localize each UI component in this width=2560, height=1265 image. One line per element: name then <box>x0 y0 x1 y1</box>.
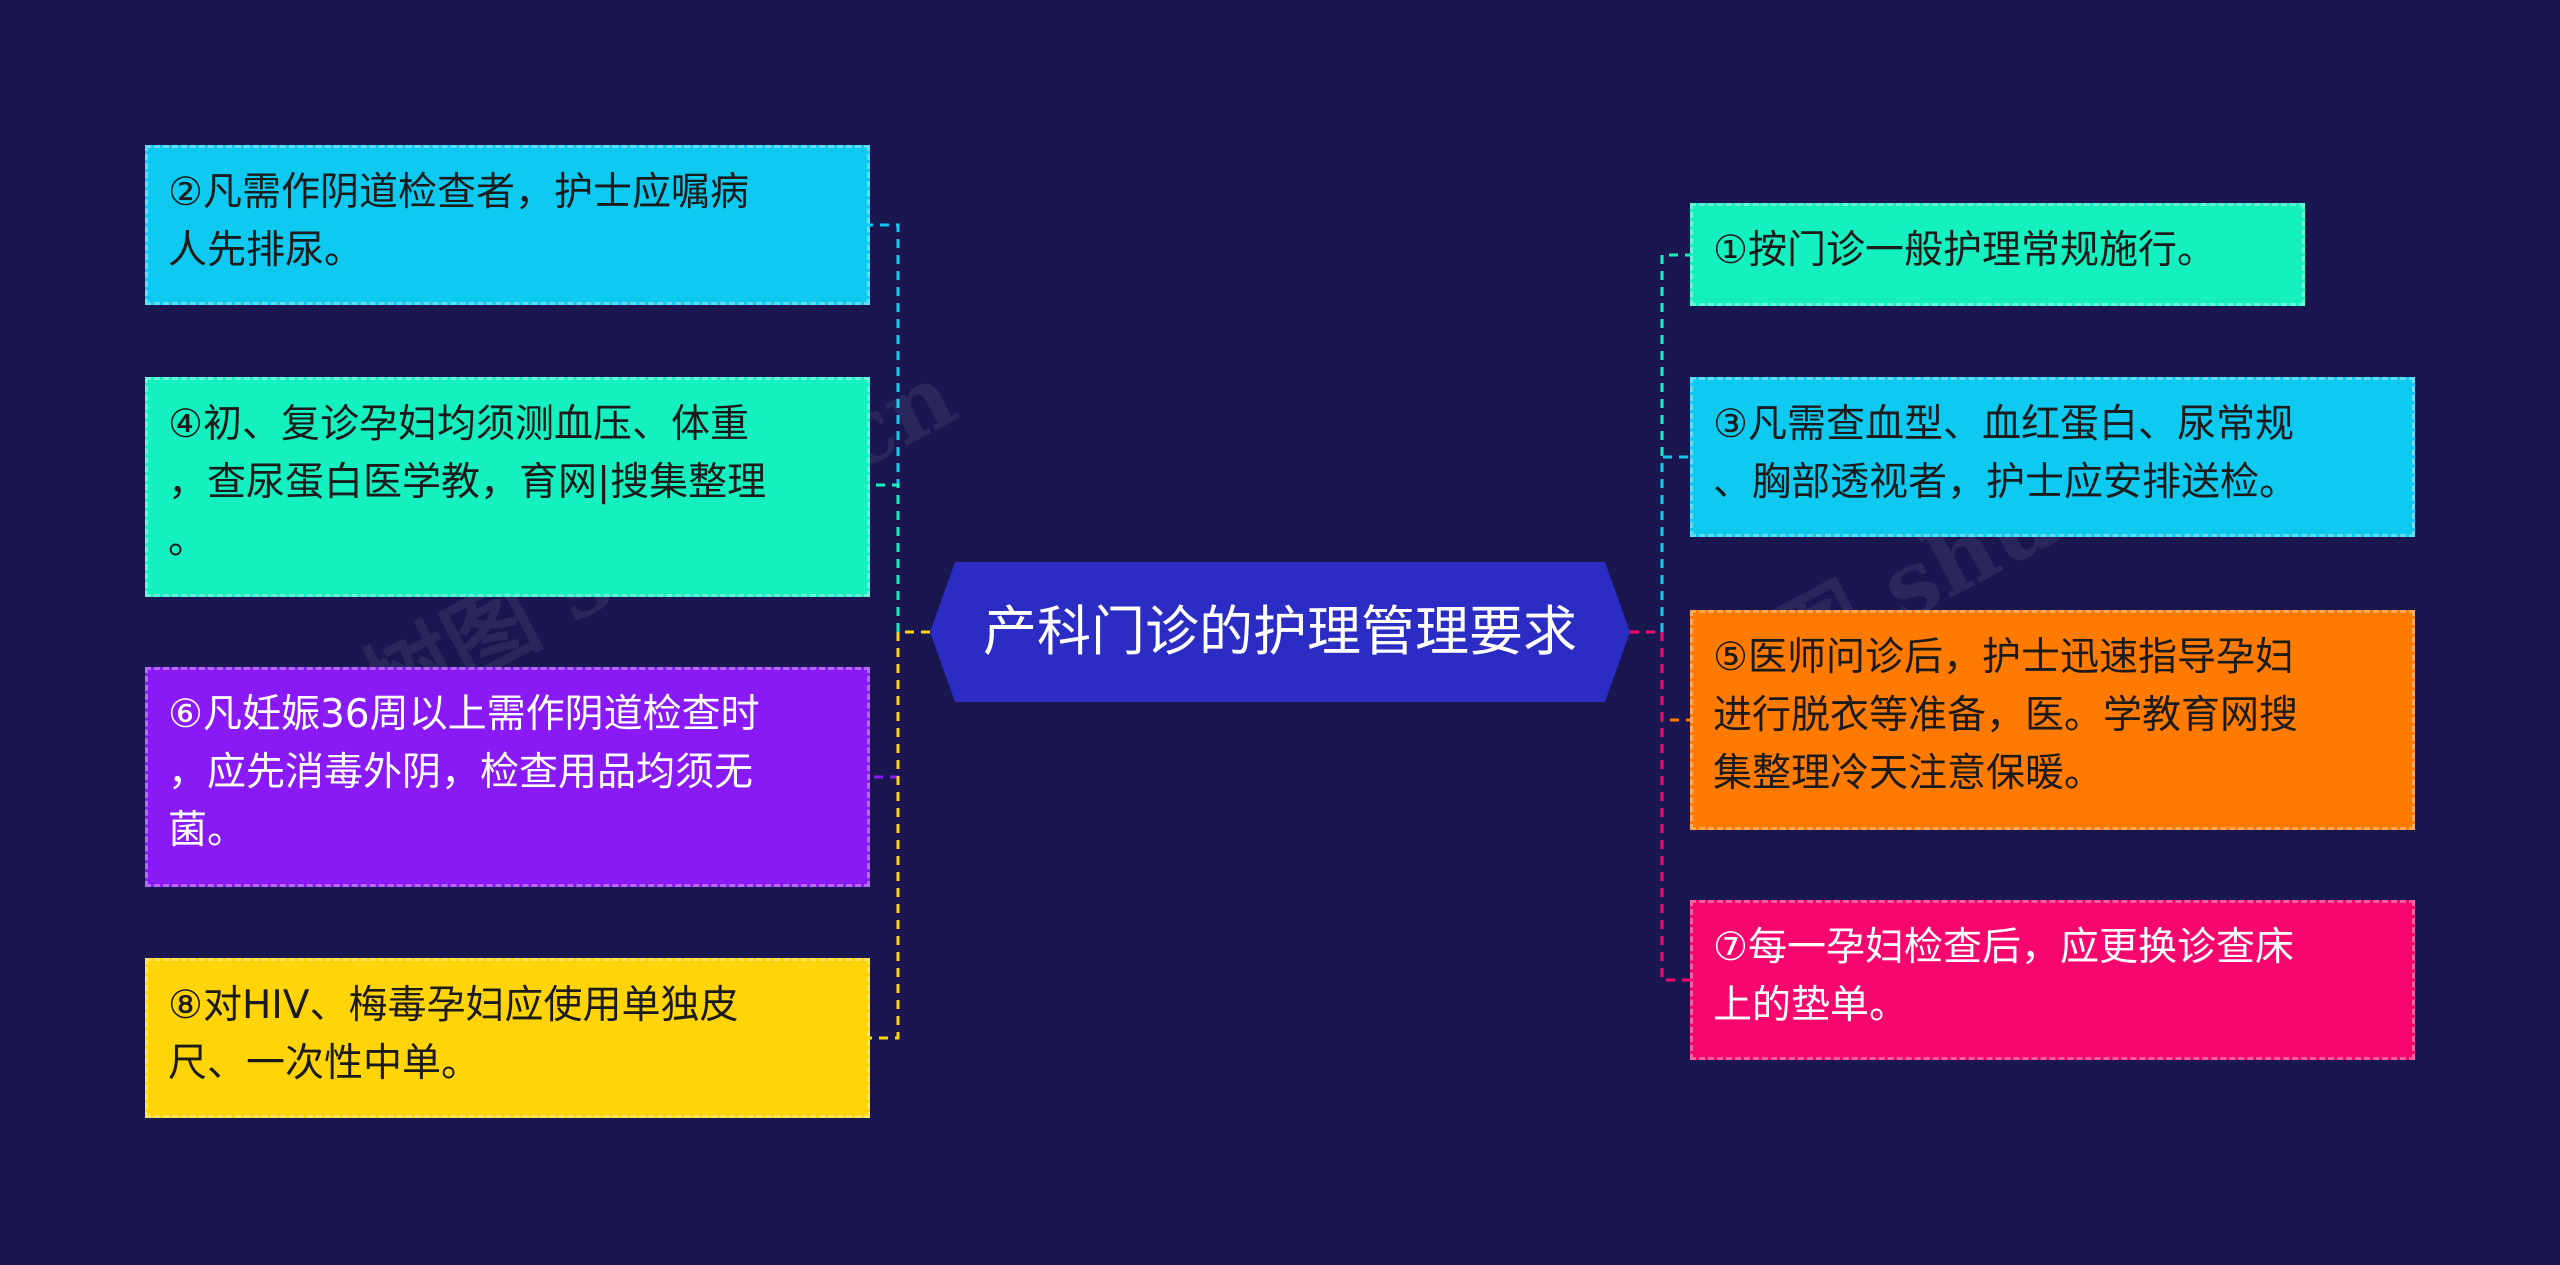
connector-n3 <box>1630 455 1690 634</box>
topic-node-2-text: ②凡需作阴道检查者，护士应嘱病 人先排尿。 <box>168 170 749 273</box>
topic-node-3-text: ③凡需查血型、血红蛋白、尿常规 、胸部透视者，护士应安排送检。 <box>1713 402 2299 505</box>
connector-n4 <box>870 483 930 634</box>
central-topic-shape <box>930 562 1630 702</box>
topic-node-5[interactable]: ⑤医师问诊后，护士迅速指导孕妇 进行脱衣等准备，医。学教育网搜 集整理冷天注意保… <box>1690 610 2415 830</box>
topic-node-2[interactable]: ②凡需作阴道检查者，护士应嘱病 人先排尿。 <box>145 145 870 305</box>
connector-n2 <box>870 223 930 634</box>
topic-node-7[interactable]: ⑦每一孕妇检查后，应更换诊查床 上的垫单。 <box>1690 900 2415 1060</box>
connector-n1 <box>1630 253 1690 634</box>
topic-node-4-text: ④初、复诊孕妇均须测血压、体重 ，查尿蛋白医学教，育网|搜集整理 。 <box>168 402 767 563</box>
topic-node-8-text: ⑧对HIV、梅毒孕妇应使用单独皮 尺、一次性中单。 <box>168 983 739 1086</box>
connector-n6 <box>870 630 930 779</box>
topic-node-1-text: ①按门诊一般护理常规施行。 <box>1713 228 2216 273</box>
connector-n7 <box>1630 630 1690 982</box>
topic-node-8[interactable]: ⑧对HIV、梅毒孕妇应使用单独皮 尺、一次性中单。 <box>145 958 870 1118</box>
topic-node-6[interactable]: ⑥凡妊娠36周以上需作阴道检查时 ，应先消毒外阴，检查用品均须无 菌。 <box>145 667 870 887</box>
topic-node-5-text: ⑤医师问诊后，护士迅速指导孕妇 进行脱衣等准备，医。学教育网搜 集整理冷天注意保… <box>1713 635 2299 796</box>
topic-node-6-text: ⑥凡妊娠36周以上需作阴道检查时 ，应先消毒外阴，检查用品均须无 菌。 <box>168 692 760 853</box>
central-topic-title: 产科门诊的护理管理要求 <box>983 600 1577 663</box>
connector-n5 <box>1630 630 1690 722</box>
topic-node-4[interactable]: ④初、复诊孕妇均须测血压、体重 ，查尿蛋白医学教，育网|搜集整理 。 <box>145 377 870 597</box>
topic-node-3[interactable]: ③凡需查血型、血红蛋白、尿常规 、胸部透视者，护士应安排送检。 <box>1690 377 2415 537</box>
central-topic[interactable]: 产科门诊的护理管理要求 <box>930 562 1630 702</box>
topic-node-7-text: ⑦每一孕妇检查后，应更换诊查床 上的垫单。 <box>1713 925 2294 1028</box>
topic-node-1[interactable]: ①按门诊一般护理常规施行。 <box>1690 203 2305 306</box>
connector-n8 <box>870 630 930 1040</box>
